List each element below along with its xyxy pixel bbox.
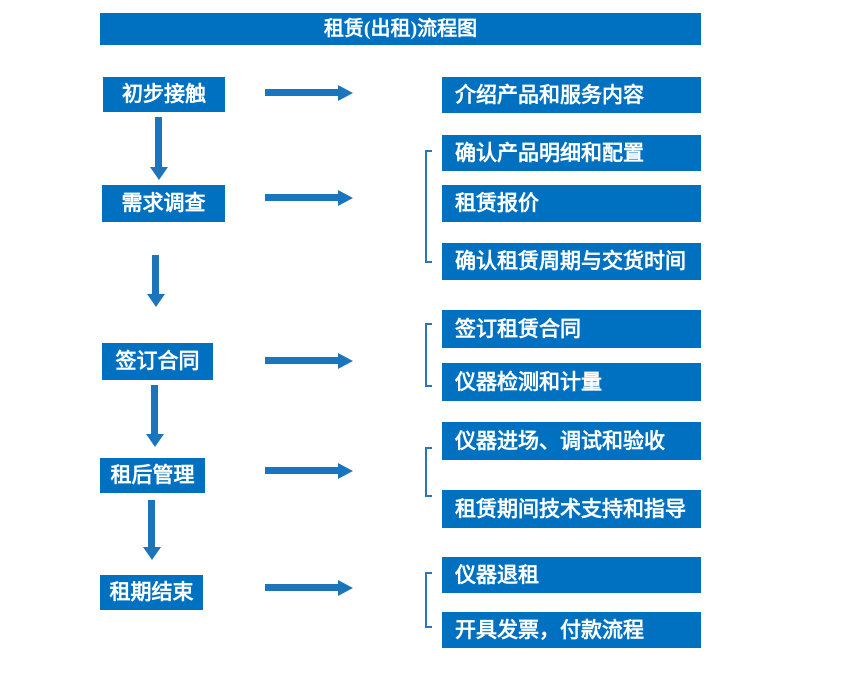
output-box-rental-quote: 租赁报价 <box>442 185 701 222</box>
arrow-right-icon <box>265 580 353 596</box>
step-box-sign-contract: 签订合同 <box>102 343 213 380</box>
output-box-confirm-product-details: 确认产品明细和配置 <box>442 135 701 171</box>
output-box-instrument-setup-acceptance: 仪器进场、调试和验收 <box>442 422 701 460</box>
step-box-post-rental-management: 租后管理 <box>100 458 205 493</box>
arrow-right-icon <box>265 463 353 479</box>
output-box-instrument-testing-metering: 仪器检测和计量 <box>442 363 701 401</box>
output-box-sign-rental-contract: 签订租赁合同 <box>442 310 701 348</box>
step-box-rental-end: 租期结束 <box>100 575 203 610</box>
flowchart-title: 租赁(出租)流程图 <box>100 13 701 45</box>
arrow-right-icon <box>265 85 353 101</box>
group-bracket-icon <box>425 323 432 387</box>
output-box-introduce-products-services: 介绍产品和服务内容 <box>442 77 701 113</box>
step-box-demand-survey: 需求调查 <box>102 185 225 222</box>
group-bracket-icon <box>425 572 432 628</box>
output-box-instrument-return: 仪器退租 <box>442 557 701 593</box>
group-bracket-icon <box>425 150 432 263</box>
group-bracket-icon <box>425 447 432 497</box>
output-box-invoice-payment-process: 开具发票，付款流程 <box>442 612 701 648</box>
step-box-initial-contact: 初步接触 <box>103 77 225 112</box>
arrow-right-icon <box>265 190 353 206</box>
output-box-confirm-rental-period-delivery: 确认租赁周期与交货时间 <box>442 243 701 280</box>
output-box-technical-support-guidance: 租赁期间技术支持和指导 <box>442 490 701 528</box>
arrow-right-icon <box>265 353 353 369</box>
